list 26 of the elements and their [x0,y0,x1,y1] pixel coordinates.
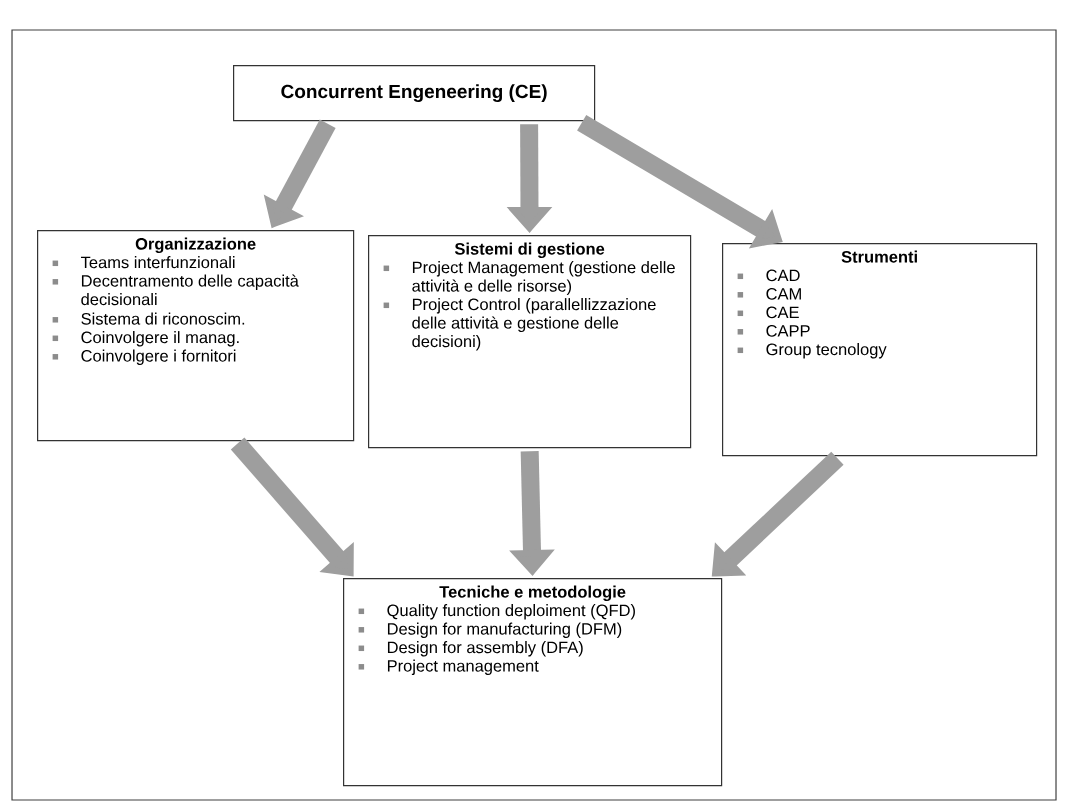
list-item: Group tecnology [766,343,887,359]
list-item: Coinvolgere i fornitori [81,349,236,365]
list-item: CAM [766,288,801,300]
box-heading: Sistemi di gestione [454,242,605,259]
list-item: Design for assembly (DFA) [387,641,583,657]
title-text: Concurrent Engeneering (CE) [281,84,547,102]
list-item: Project management [387,659,539,675]
list-item: Coinvolgere il manag. [81,331,239,347]
list-item: CAE [766,306,799,319]
list-item: Sistema di riconoscim. [81,312,245,325]
list-box [37,230,355,442]
list-box [343,578,723,787]
list-item: Quality function deploiment (QFD) [387,604,635,620]
box-heading: Strumenti [841,250,917,263]
list-item: Decentramento delle capacità decisionali [81,274,299,306]
list-item: Project Management (gestione delle attività e delle risorse) [412,261,675,295]
list-box [368,235,692,449]
title-box [233,65,596,122]
box-heading: Organizzazione [135,237,256,254]
list-item: CAD [766,269,800,282]
list-item: Project Control (parallellizzazione delle attività e gestione delle decisioni) [412,298,656,351]
list-item: Teams interfunzionali [81,256,235,269]
list-item: CAPP [766,325,810,337]
list-item: Design for manufacturing (DFM) [387,622,622,638]
box-heading: Tecniche e metodologie [439,585,626,602]
list-box [722,243,1038,457]
